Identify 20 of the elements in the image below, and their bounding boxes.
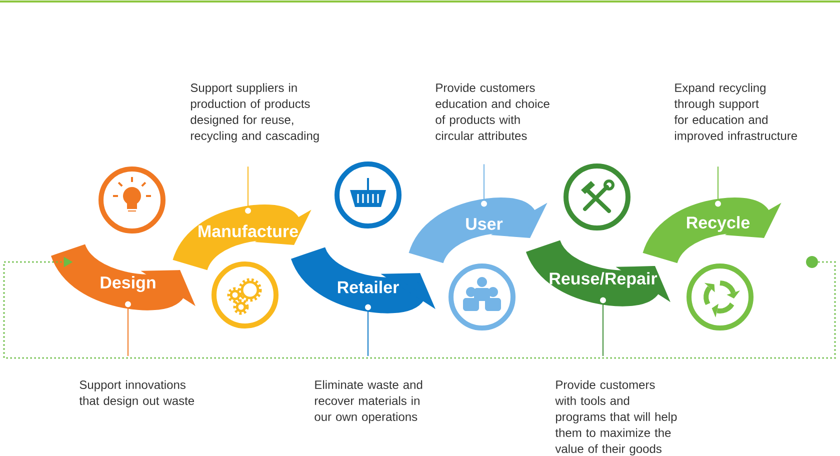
description-text: Provide customers with tools and programs that will help them to maximize the value of their goods (555, 380, 677, 456)
leader-line (714, 166, 722, 208)
description-text: Support suppliers in production of products designed for reuse, recycling and cascading (190, 83, 319, 142)
arrow-band: User (410, 198, 548, 266)
leader-line (480, 164, 488, 208)
leader-line (124, 300, 132, 356)
node-label: Retailer (338, 280, 399, 294)
leader-line (244, 166, 252, 215)
arrow-band: Manufacture (174, 204, 312, 272)
description-text: Support innovations that design out waste (79, 380, 194, 408)
node-label: User (466, 218, 503, 230)
node-label: Design (100, 276, 156, 292)
leader-line (599, 296, 607, 356)
description-text: Provide customers education and choice of products with circular attributes (436, 83, 550, 140)
arrow-band: Recycle (644, 198, 782, 266)
end-dot (806, 256, 818, 268)
description-text: Expand recycling through support for education and improved infrastructure (674, 83, 798, 142)
description-text: Eliminate waste and recover materials in our own operations (314, 380, 422, 424)
leader-line (364, 303, 372, 356)
loop-arrow (3, 256, 836, 359)
